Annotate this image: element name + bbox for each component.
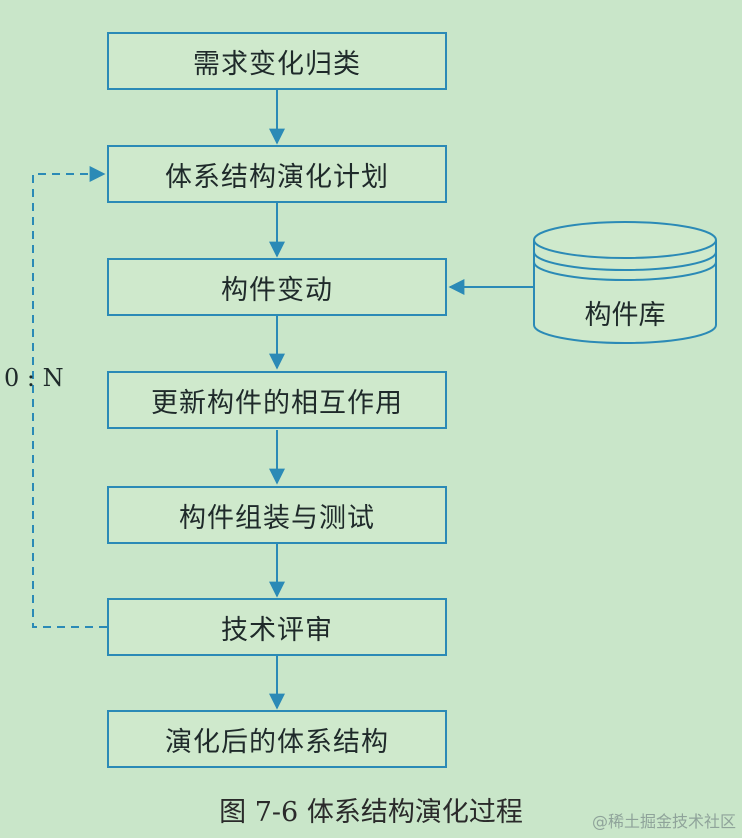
feedback-loop-line <box>32 166 107 628</box>
box-technical-review: 技术评审 <box>107 598 447 656</box>
box-evolved-architecture: 演化后的体系结构 <box>107 710 447 768</box>
watermark: @稀土掘金技术社区 <box>591 812 736 831</box>
box-evolution-plan: 体系结构演化计划 <box>107 145 447 203</box>
loop-count-label: 0 : N <box>4 364 64 392</box>
box-requirement-classification: 需求变化归类 <box>107 32 447 90</box>
box-component-change: 构件变动 <box>107 258 447 316</box>
box-assembly-testing: 构件组装与测试 <box>107 486 447 544</box>
figure-caption: 图 7-6 体系结构演化过程 <box>219 797 523 828</box>
component-library-cylinder <box>533 221 717 344</box>
box-update-interaction: 更新构件的相互作用 <box>107 371 447 429</box>
component-library-label: 构件库 <box>584 299 666 331</box>
